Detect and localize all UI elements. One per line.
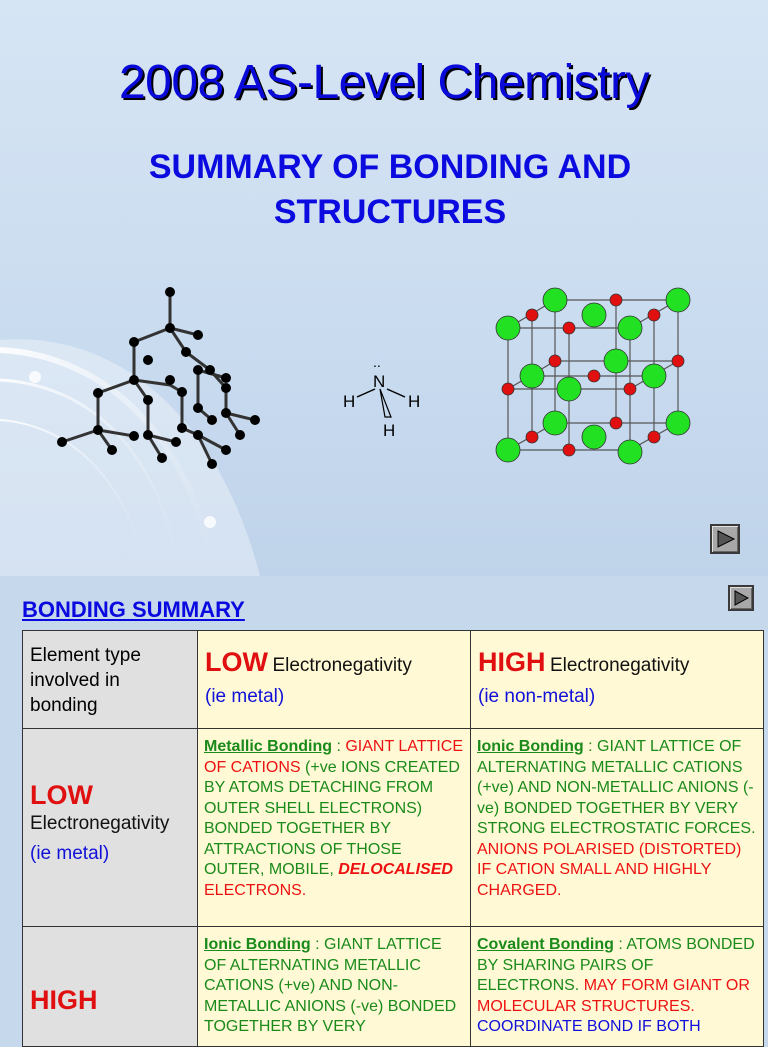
bonding-summary-slide: BONDING SUMMARY Element type involved in…: [0, 576, 768, 1047]
header-high-cell: HIGH Electronegativity (ie non-metal): [470, 630, 764, 729]
metallic-bonding-title: Metallic Bonding: [204, 738, 332, 755]
background-swoosh: [0, 339, 260, 576]
hydrogen-atom: H: [383, 421, 395, 440]
covalent-text-2: MAY FORM GIANT OR MOLECULAR STRUCTURES.: [477, 977, 750, 1015]
row-low-label-cell: LOW Electronegativity (ie metal): [22, 728, 198, 927]
ionic-text-2: ANIONS POLARISED (DISTORTED) IF CATION S…: [477, 840, 742, 899]
header-label-cell: Element type involved in bonding: [22, 630, 198, 729]
electronegativity-label: Electronegativity: [30, 813, 170, 834]
slide-title: 2008 AS-Level Chemistry: [118, 56, 650, 109]
play-triangle-icon: [734, 590, 749, 606]
electronegativity-label: Electronegativity: [272, 655, 412, 676]
separator: :: [310, 936, 324, 953]
high-label: HIGH: [30, 985, 98, 1015]
metallic-text-1: GIANT LATTICE OF CATIONS: [204, 738, 463, 776]
table-header-row: Element type involved in bonding LOW Ele…: [22, 630, 764, 729]
slide-subtitle: SUMMARY OF BONDING AND STRUCTURES: [148, 148, 632, 231]
separator: :: [332, 738, 346, 755]
metallic-text-3: DELOCALISED: [338, 861, 453, 878]
metallic-text-4: ELECTRONS.: [204, 881, 307, 899]
table-row-low: LOW Electronegativity (ie metal) Metalli…: [22, 728, 764, 927]
ionic-bonding-cell: Ionic Bonding : GIANT LATTICE OF ALTERNA…: [197, 926, 471, 1047]
non-metal-note: (ie non-metal): [478, 686, 596, 707]
next-slide-button[interactable]: [710, 524, 740, 554]
covalent-text-1: ATOMS BONDED BY SHARING PAIRS OF ELECTRO…: [477, 936, 755, 994]
header-low-cell: LOW Electronegativity (ie metal): [197, 630, 471, 729]
header-label: Element type involved in bonding: [30, 645, 141, 716]
covalent-bonding-cell: Covalent Bonding : ATOMS BONDED BY SHARI…: [470, 926, 764, 1047]
table-row-high: HIGH Ionic Bonding : GIANT LATTICE OF AL…: [22, 926, 764, 1047]
title-slide: 2008 AS-Level Chemistry SUMMARY OF BONDI…: [0, 0, 768, 576]
high-label: HIGH: [478, 647, 546, 677]
covalent-text-3: COORDINATE BOND IF BOTH: [477, 1018, 701, 1035]
nitrogen-atom: N: [373, 372, 385, 391]
hydrogen-atom: H: [343, 392, 355, 411]
row-high-label-cell: HIGH: [22, 926, 198, 1047]
section-heading: BONDING SUMMARY: [22, 597, 245, 622]
ionic-bonding-cell: Ionic Bonding : GIANT LATTICE OF ALTERNA…: [470, 728, 764, 927]
ionic-bonding-title: Ionic Bonding: [477, 738, 584, 755]
ionic-bonding-title: Ionic Bonding: [204, 936, 311, 953]
diamond-structure-diagram: [57, 287, 260, 469]
hydrogen-atom: H: [408, 392, 420, 411]
separator: :: [583, 738, 597, 755]
covalent-bonding-title: Covalent Bonding: [477, 936, 614, 953]
metallic-bonding-cell: Metallic Bonding : GIANT LATTICE OF CATI…: [197, 728, 471, 927]
low-label: LOW: [205, 647, 268, 677]
ionic-text-1: GIANT LATTICE OF ALTERNATING METALLIC CA…: [477, 738, 756, 837]
metal-note: (ie metal): [30, 843, 110, 864]
ammonia-molecule: .. N H H H: [343, 355, 420, 440]
bonding-summary-table: Element type involved in bonding LOW Ele…: [22, 630, 764, 1047]
sodium-chloride-lattice: [495, 287, 691, 465]
play-triangle-icon: [717, 530, 736, 548]
lone-pair: ..: [373, 355, 381, 370]
separator: :: [613, 936, 627, 953]
metal-note: (ie metal): [205, 686, 285, 707]
next-slide-button[interactable]: [728, 585, 754, 611]
metallic-text-2: (+ve IONS CREATED BY ATOMS DETACHING FRO…: [204, 758, 460, 879]
low-label: LOW: [30, 780, 93, 810]
electronegativity-label: Electronegativity: [549, 655, 690, 676]
